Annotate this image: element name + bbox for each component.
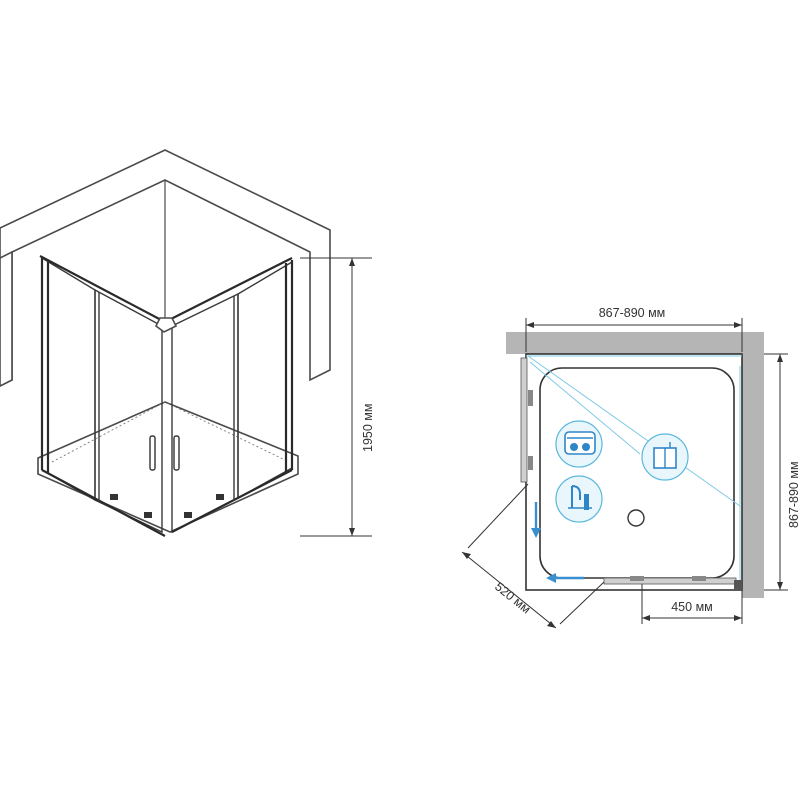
door-handles — [149, 435, 180, 471]
roller-mechanism-icon — [555, 420, 603, 468]
glass-panels — [39, 255, 294, 537]
feature-badges — [555, 420, 689, 523]
wall-top — [506, 332, 762, 354]
roller-mark — [216, 494, 224, 500]
depth-dimension: 867-890 мм — [764, 353, 800, 591]
plan-view: 867-890 мм 867-890 мм 450 мм 520 мм — [461, 306, 800, 629]
depth-label: 867-890 мм — [787, 461, 800, 528]
door-swing — [467, 483, 605, 625]
entrance-dimension: 450 мм — [641, 584, 743, 624]
roller-mark — [184, 512, 192, 518]
width-dimension: 867-890 мм — [525, 306, 743, 352]
door-panel-icon — [641, 433, 689, 481]
arrow-left-icon — [546, 573, 556, 583]
roller-mark — [110, 494, 118, 500]
arrow-down-icon — [531, 528, 541, 538]
isometric-view: 1950 мм — [0, 149, 375, 537]
entrance-label: 450 мм — [671, 600, 713, 614]
handle-right — [173, 435, 180, 471]
seal-profile-icon — [555, 475, 603, 523]
sliding-arrows — [531, 502, 584, 583]
width-label: 867-890 мм — [599, 306, 666, 320]
roller-mark — [144, 512, 152, 518]
shower-tray — [37, 401, 299, 533]
height-label: 1950 мм — [361, 404, 375, 452]
corner-walls — [0, 149, 331, 387]
drain-icon — [627, 509, 645, 527]
floor-guides — [51, 401, 286, 463]
handle-left — [149, 435, 156, 471]
height-dimension: 1950 мм — [300, 257, 375, 537]
wall-right — [742, 332, 764, 598]
tray-outline — [525, 353, 743, 591]
blue-guides — [526, 355, 742, 590]
side-profiles — [520, 357, 742, 590]
